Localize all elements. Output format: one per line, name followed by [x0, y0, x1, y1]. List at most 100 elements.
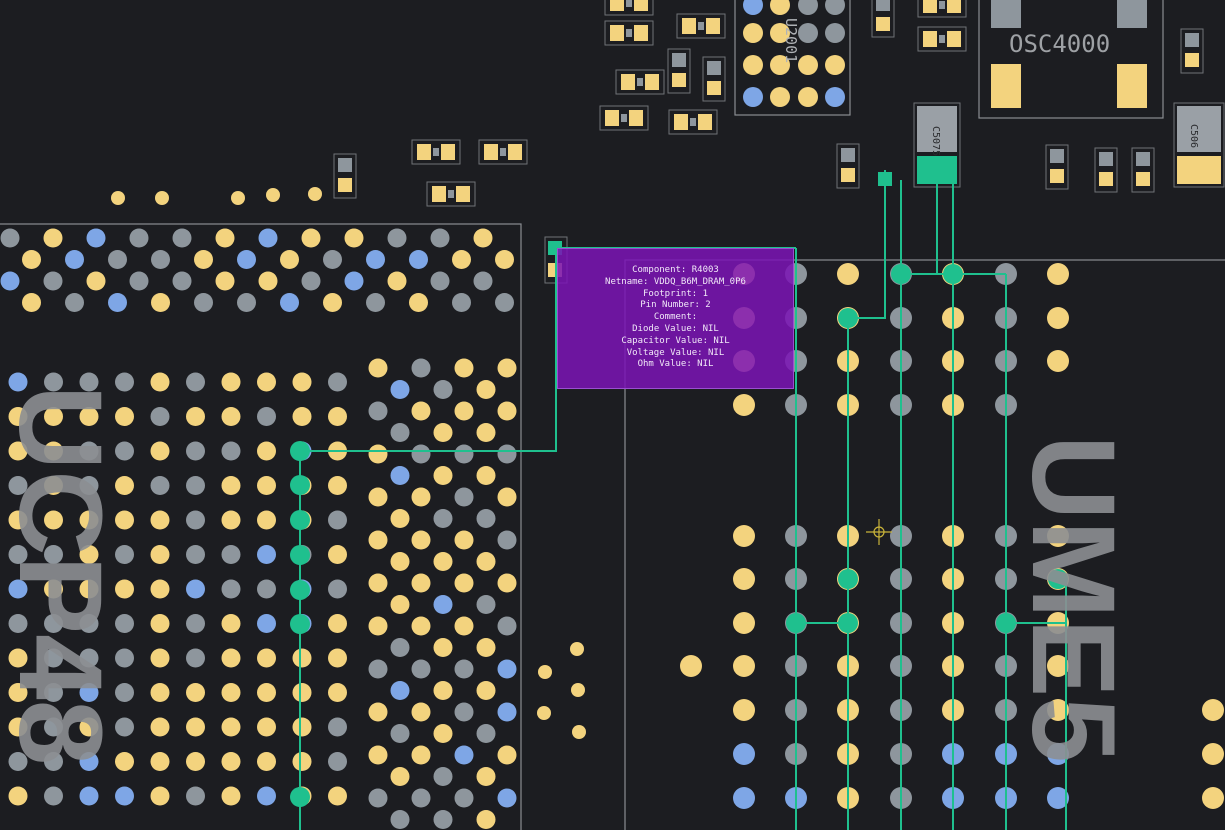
bga-pad [497, 444, 517, 464]
bga-pad [497, 573, 517, 593]
bga-pad [221, 476, 241, 495]
bga-pad [44, 614, 63, 633]
bga-pad [280, 293, 299, 312]
bga-pad [44, 441, 63, 461]
smd-pad [621, 114, 627, 122]
bga-pad [8, 614, 28, 633]
bga-pad [476, 681, 496, 700]
osc-pad [1117, 64, 1147, 108]
bga-pad [476, 767, 496, 786]
bga-pad [328, 614, 347, 633]
smd-outline [615, 69, 665, 95]
bga-pad [1202, 699, 1224, 721]
bga-pad [257, 545, 276, 564]
smd-pad [1185, 53, 1199, 67]
bga-pad [1202, 787, 1224, 809]
bga-pad [258, 271, 278, 291]
highlighted-pad [290, 545, 310, 565]
bga-pad [292, 752, 312, 771]
bga-pad [473, 228, 493, 248]
smd-pad [939, 1, 945, 9]
bga-pad [409, 293, 428, 312]
bga-pad [221, 441, 241, 461]
bga-pad [221, 407, 241, 426]
smd-pad [947, 0, 961, 13]
bga-pad [150, 545, 170, 564]
bga-pad [328, 476, 347, 495]
bga-pad [733, 787, 755, 809]
smd-pad [1099, 152, 1113, 166]
bga-pad [221, 510, 241, 530]
bga-pad [43, 228, 63, 248]
bga-pad [390, 595, 410, 614]
smd-outline [676, 13, 726, 39]
highlighted-pad [943, 264, 963, 284]
bga-pad [430, 271, 450, 291]
bga-pad [497, 358, 517, 378]
bga-pad [390, 724, 410, 743]
bga-pad [79, 579, 99, 599]
bga-pad [44, 579, 63, 599]
via-pad [111, 191, 125, 205]
bga-pad [257, 683, 276, 702]
ic-pad [770, 0, 790, 15]
bga-pad [44, 786, 63, 806]
smd-pad [841, 148, 855, 162]
bga-pad [150, 510, 170, 530]
smd-pad [707, 61, 721, 75]
smd-pad [484, 144, 498, 160]
bga-pad [79, 614, 99, 633]
highlighted-pad [290, 787, 310, 807]
bga-pad [221, 579, 241, 599]
bga-pad [115, 407, 134, 426]
bga-pad [1047, 525, 1069, 547]
bga-pad [237, 250, 256, 269]
smd-outline [917, 26, 967, 52]
smd-outline [604, 20, 654, 46]
bga-pad [8, 752, 28, 771]
bga-pad [150, 717, 170, 737]
bga-pad [430, 228, 450, 248]
smd-pad [645, 74, 659, 90]
bga-pad [150, 579, 170, 599]
bga-pad [433, 423, 453, 442]
osc-pad [991, 0, 1021, 28]
bga-pad [368, 745, 388, 765]
bga-pad [837, 263, 859, 285]
smd-pad [634, 25, 648, 41]
bga-pad [733, 743, 755, 765]
bga-pad [186, 441, 205, 461]
bga-pad [411, 659, 431, 679]
bga-pad [368, 659, 388, 679]
ume-outline [624, 259, 1225, 830]
bga-pad [433, 638, 453, 657]
ic-pad [770, 23, 790, 43]
osc-pad [991, 64, 1021, 108]
smd-outline [1045, 144, 1069, 190]
bga-pad [86, 228, 106, 248]
smd-outline [668, 109, 718, 135]
bga-pad [186, 752, 205, 771]
bga-pad [280, 250, 299, 269]
bga-pad [115, 683, 134, 702]
smd-pad [605, 110, 619, 126]
bga-pad [680, 655, 702, 677]
ic-pad [825, 87, 845, 107]
crosshair-cursor-icon [866, 519, 892, 545]
bga-pad [237, 293, 256, 312]
bga-pad [221, 648, 241, 668]
bga-pad [452, 250, 471, 269]
bga-pad [368, 616, 388, 636]
bga-pad [411, 401, 431, 421]
capacitor-pad [1177, 156, 1221, 184]
smd-pad [610, 0, 624, 11]
smd-components-layer [333, 0, 1225, 284]
bga-pad [1047, 699, 1069, 721]
tooltip-diode-value: Diode Value: NIL [632, 323, 719, 334]
bga-pad [115, 786, 134, 806]
smd-outline [599, 105, 649, 131]
bga-pad [454, 573, 474, 593]
bga-pad [150, 407, 170, 426]
bga-pad [390, 810, 410, 829]
